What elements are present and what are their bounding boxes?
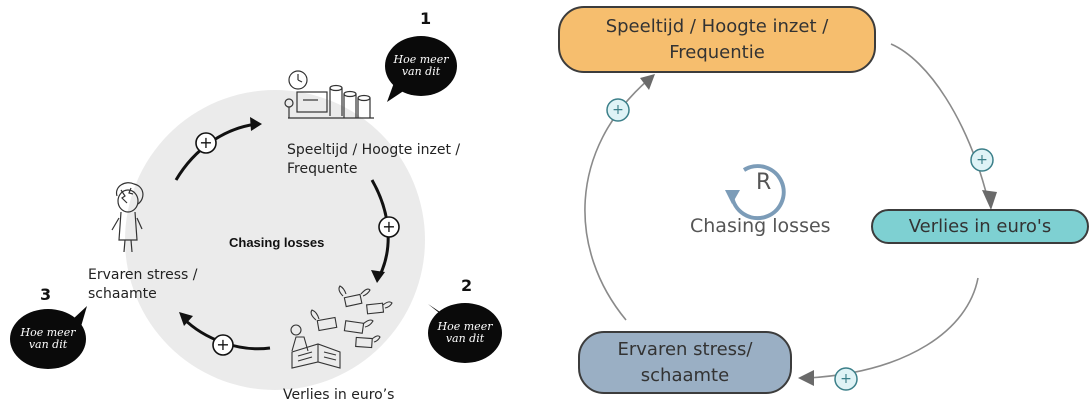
flying-money-sketch-icon [290, 285, 393, 369]
node-label-speeltijd: Speeltijd / Hoogte inzet / Frequente [287, 142, 461, 177]
left-diagram-graphics [10, 36, 502, 390]
plus-sign: + [199, 133, 213, 152]
polarity-circle-3 [834, 367, 858, 391]
speech-bubble-2-text: Hoe meer van dit [437, 320, 493, 345]
speech-bubble-3 [10, 306, 87, 369]
link-speeltijd-to-verlies [890, 43, 989, 201]
speech-bubble-3-text: Hoe meer van dit [20, 326, 76, 351]
speech-bubble-2 [428, 303, 502, 363]
stressed-person-sketch-icon [111, 182, 144, 253]
polarity-sign: + [840, 371, 852, 387]
node-verlies: Verlies in euro's [871, 209, 1089, 244]
plus-circle-2 [378, 216, 400, 238]
arrowhead [798, 370, 814, 386]
node-number-3: 3 [40, 285, 52, 304]
arrowhead [982, 190, 997, 210]
arrowhead [371, 270, 385, 283]
node-stress: Ervaren stress/ schaamte [578, 331, 792, 394]
reinforcing-loop-icon [725, 164, 786, 221]
plus-circle-3 [212, 334, 234, 356]
loop-title: Chasing losses [229, 235, 325, 250]
node-speeltijd: Speeltijd / Hoogte inzet / Frequentie [558, 6, 876, 73]
right-diagram: + + + Speeltijd / Hoogte inzet / Frequen… [548, 0, 1092, 410]
speech-bubble-1-text: Hoe meer van dit [393, 53, 449, 78]
node-label-stress: Ervaren stress / schaamte [88, 267, 198, 302]
gambling-time-sketch-icon [284, 70, 374, 119]
polarity-sign: + [976, 152, 988, 168]
node-number-2: 2 [461, 276, 473, 295]
node-number-1: 1 [420, 9, 432, 28]
polarity-circle-2 [970, 148, 994, 172]
loop-type-letter: R [756, 170, 772, 195]
plus-sign: + [216, 335, 230, 354]
plus-sign: + [382, 217, 396, 236]
arrowhead [640, 74, 655, 90]
polarity-sign: + [612, 102, 624, 118]
polarity-circle-1 [606, 98, 630, 122]
loop-label: Chasing losses [690, 215, 831, 237]
node-label-verlies: Verlies in euro’s [283, 387, 395, 403]
left-diagram: + + + 1 2 3 Hoe meer van dit Hoe meer va… [0, 0, 540, 410]
loop-background-circle [125, 90, 425, 390]
link-verlies-to-stress [807, 277, 979, 379]
arrowhead [250, 117, 262, 131]
plus-circle-1 [195, 132, 217, 154]
arrowhead [179, 312, 193, 326]
speech-bubble-1 [385, 36, 457, 102]
right-diagram-graphics [584, 43, 997, 391]
